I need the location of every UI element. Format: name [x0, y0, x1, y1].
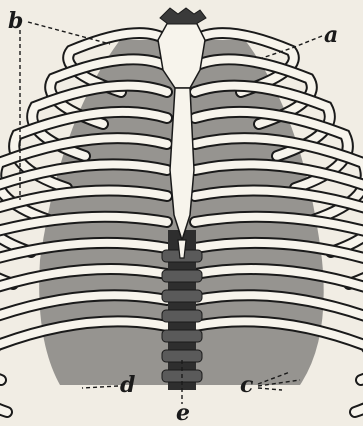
label-d: d [120, 372, 135, 398]
label-c: c [240, 372, 254, 398]
label-b: b [8, 8, 23, 34]
vertebra-2 [162, 270, 202, 282]
vertebra-5 [162, 330, 202, 342]
vertebra-3 [162, 290, 202, 302]
label-a: a [324, 22, 338, 48]
vertebra-4 [162, 310, 202, 322]
label-e: e [176, 400, 190, 426]
